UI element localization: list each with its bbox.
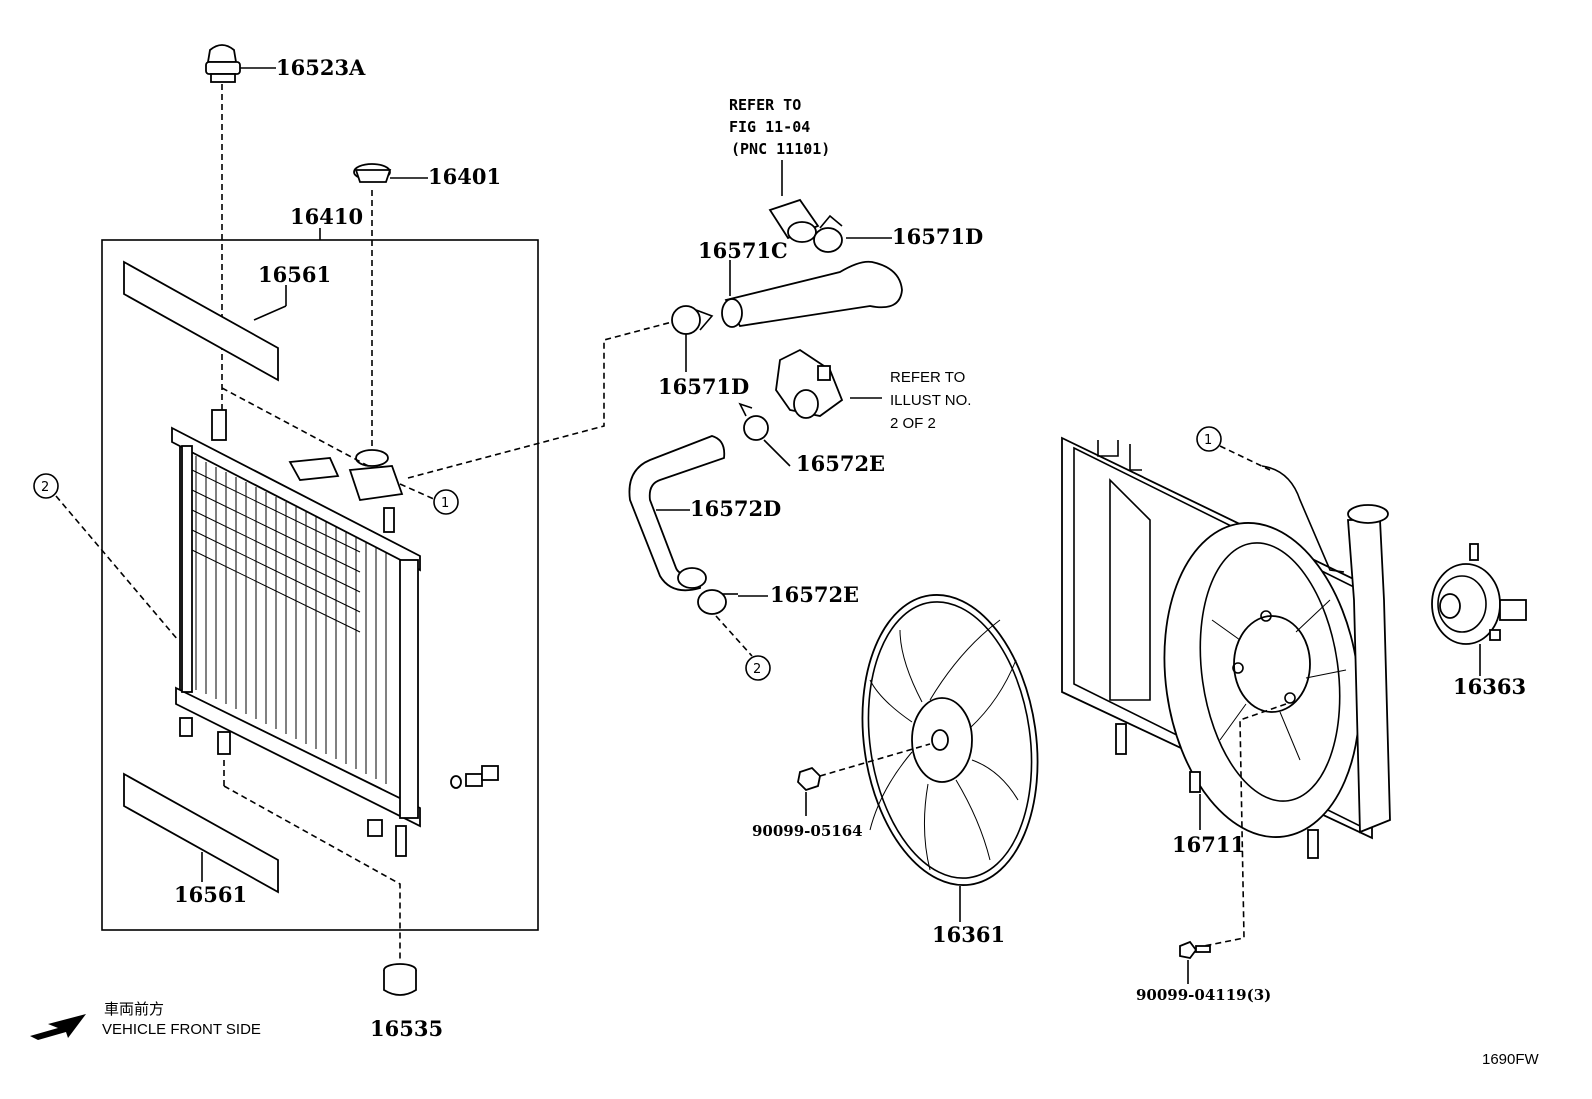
label-16572e-top: 16572E [796, 451, 885, 476]
svg-text:1: 1 [441, 496, 449, 511]
fan-motor-16363 [1431, 543, 1527, 645]
label-16535: 16535 [370, 1016, 443, 1041]
radiator-cap-16401 [353, 163, 392, 183]
figure-code: 1690FW [1482, 1051, 1540, 1068]
svg-text:1: 1 [1204, 433, 1212, 448]
refer-fig-line1: REFER TO [729, 96, 801, 114]
marker-1-shroud: 1 [1196, 426, 1222, 452]
cushion-16561-bottom [123, 772, 279, 894]
refer-fig-line3: (PNC 11101) [731, 140, 830, 158]
svg-text:2: 2 [41, 480, 49, 495]
lower-hose-16572d [628, 435, 726, 592]
label-16410: 16410 [290, 204, 363, 229]
label-90099-05164: 90099-05164 [752, 822, 863, 840]
grommet-16535 [383, 963, 417, 996]
outlet-pipe [768, 198, 820, 243]
label-16571d-top: 16571D [892, 224, 983, 249]
label-16561-bottom: 16561 [174, 882, 247, 907]
refer-illust-line2: ILLUST NO. [890, 392, 971, 409]
label-16401: 16401 [428, 164, 501, 189]
label-16572d: 16572D [690, 496, 781, 521]
label-16711: 16711 [1172, 832, 1245, 857]
refer-illust-line1: REFER TO [890, 369, 965, 386]
svg-text:2: 2 [753, 662, 761, 677]
nut-90099-05164 [797, 766, 821, 792]
clamp-16572e-bottom [697, 589, 738, 615]
refer-illust-line3: 2 OF 2 [890, 415, 936, 432]
radiator-core [171, 409, 499, 857]
label-16561-top: 16561 [258, 262, 331, 287]
label-16361: 16361 [932, 922, 1005, 947]
fan-16361 [861, 594, 1039, 886]
clamp-16572e-top [738, 402, 769, 441]
marker-1-radiator: 1 [433, 489, 459, 515]
label-16571c: 16571C [698, 238, 788, 263]
refer-fig-line2: FIG 11-04 [729, 118, 810, 136]
label-90099-04119: 90099-04119(3) [1136, 986, 1271, 1004]
label-16523a: 16523A [276, 55, 366, 80]
shroud-16711 [1061, 436, 1391, 859]
marker-2-left: 2 [33, 473, 59, 499]
cushion-16561-top [123, 260, 279, 382]
front-side-en: VEHICLE FRONT SIDE [102, 1021, 261, 1038]
drain-plug [450, 765, 499, 789]
water-outlet [775, 348, 844, 419]
label-16571d-left: 16571D [658, 374, 749, 399]
marker-2-hose: 2 [745, 655, 771, 681]
front-side-jp: 車両前方 [104, 1001, 164, 1018]
label-16572e-bottom: 16572E [770, 582, 859, 607]
upper-hose-16571c [721, 260, 903, 328]
clamp-16571d-top [813, 214, 843, 253]
bolt-90099-04119 [1179, 940, 1211, 959]
vehicle-front-arrow [30, 1014, 86, 1040]
clamp-16571d-left [671, 305, 714, 335]
label-16363: 16363 [1453, 674, 1526, 699]
radiator-cap-16523a [205, 44, 241, 83]
